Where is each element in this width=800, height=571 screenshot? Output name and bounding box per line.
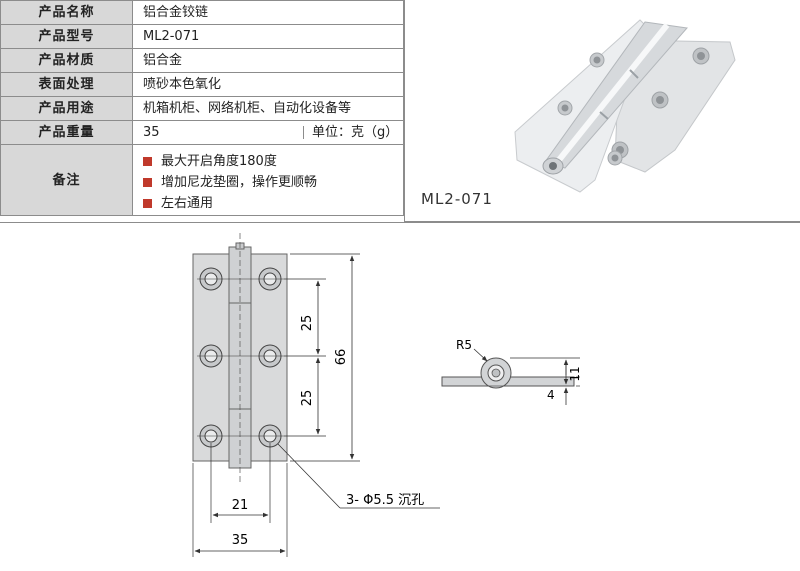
spec-row-notes: 备注 最大开启角度180度 增加尼龙垫圈，操作更顺畅 左右通用 (0, 144, 404, 216)
note-text: 左右通用 (161, 196, 214, 211)
hole-callout: 3- Φ5.5 沉孔 (346, 493, 424, 508)
spec-row-name: 产品名称 铝合金铰链 (0, 0, 404, 25)
notes-cell: 最大开启角度180度 增加尼龙垫圈，操作更顺畅 左右通用 (132, 144, 404, 216)
spec-label: 产品用途 (0, 96, 133, 121)
list-item: 左右通用 (143, 193, 403, 214)
spec-row-weight: 产品重量 35 单位：克（g） (0, 120, 404, 145)
section-divider (0, 222, 800, 223)
dim-thickness-total: 11 (568, 366, 582, 381)
spec-table: 产品名称 铝合金铰链 产品型号 ML2-071 产品材质 铝合金 表面处理 喷砂… (0, 0, 404, 216)
dim-hole-spacing: 21 (232, 498, 249, 513)
spec-value: ML2-071 (132, 24, 404, 49)
list-item: 最大开启角度180度 (143, 151, 403, 172)
bullet-icon (143, 157, 152, 166)
spec-row-material: 产品材质 铝合金 (0, 48, 404, 73)
spec-value: 铝合金铰链 (132, 0, 404, 25)
spec-row-finish: 表面处理 喷砂本色氧化 (0, 72, 404, 97)
spec-label: 备注 (0, 144, 133, 216)
spec-value: 铝合金 (132, 48, 404, 73)
weight-unit: 单位：克（g） (303, 126, 403, 139)
hinge-photo-illustration (514, 19, 736, 193)
dim-spacing-top: 25 (300, 315, 315, 332)
spec-label: 产品名称 (0, 0, 133, 25)
hinge-side-view (441, 357, 575, 389)
dim-spacing-bottom: 25 (300, 390, 315, 407)
spec-value: 机箱机柜、网络机柜、自动化设备等 (132, 96, 404, 121)
spec-label: 产品重量 (0, 120, 133, 145)
weight-cell: 35 单位：克（g） (133, 126, 403, 139)
notes-list: 最大开启角度180度 增加尼龙垫圈，操作更顺畅 左右通用 (143, 145, 403, 214)
note-text: 最大开启角度180度 (161, 154, 277, 169)
spec-row-usage: 产品用途 机箱机柜、网络机柜、自动化设备等 (0, 96, 404, 121)
spec-label: 产品材质 (0, 48, 133, 73)
spec-value: 35 单位：克（g） (132, 120, 404, 145)
product-photo: ML2-071 (404, 0, 800, 222)
note-text: 增加尼龙垫圈，操作更顺畅 (161, 175, 318, 190)
weight-value: 35 (143, 125, 160, 140)
spec-row-model: 产品型号 ML2-071 (0, 24, 404, 49)
spec-label: 产品型号 (0, 24, 133, 49)
list-item: 增加尼龙垫圈，操作更顺畅 (143, 172, 403, 193)
technical-drawing: 25 25 66 21 35 3- Φ5.5 沉孔 R5 (192, 233, 582, 557)
dim-height: 66 (334, 349, 349, 366)
spec-value: 喷砂本色氧化 (132, 72, 404, 97)
dim-leaf-thickness: 4 (547, 388, 555, 402)
bullet-icon (143, 178, 152, 187)
spec-label: 表面处理 (0, 72, 133, 97)
photo-caption: ML2-071 (421, 190, 493, 208)
dim-width: 35 (232, 533, 249, 548)
bullet-icon (143, 199, 152, 208)
dim-radius: R5 (456, 338, 472, 352)
